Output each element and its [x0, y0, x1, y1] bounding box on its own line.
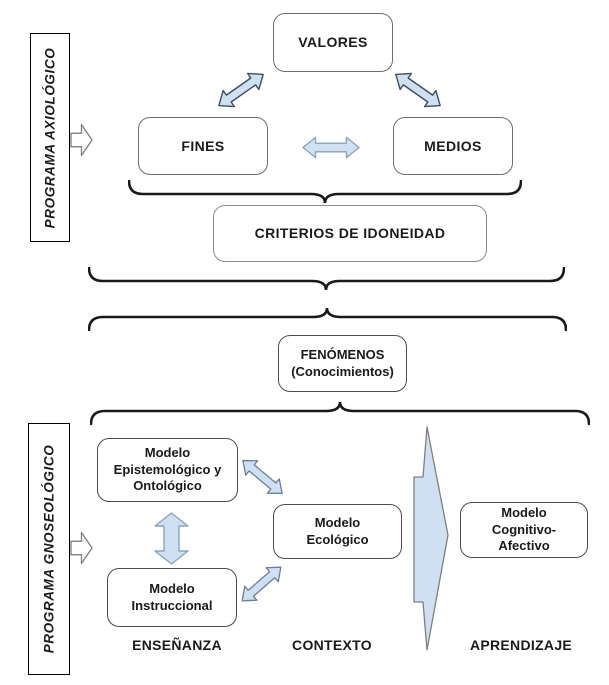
sidebar-gnoseologico-arrow-icon	[70, 530, 93, 566]
column-label-contexto: CONTEXTO	[292, 637, 372, 653]
brace-criterios-lower-icon	[88, 267, 565, 291]
node-modelo-epistemologico: Modelo Epistemológico y Ontológico	[97, 438, 238, 502]
instruccional-line2: Instruccional	[131, 597, 213, 613]
double-arrow-instruccional-ecologico-icon	[234, 558, 290, 611]
sidebar-programa-gnoseologico: PROGRAMA GNOSEOLÓGICO	[28, 423, 70, 675]
sidebar-axiologico-arrow-icon	[70, 122, 93, 158]
double-arrow-epistemologico-instruccional-icon	[153, 512, 190, 565]
node-fenomenos-title: FENÓMENOS	[300, 346, 385, 362]
double-arrow-valores-medios-icon	[388, 64, 448, 116]
node-modelo-ecologico: Modelo Ecológico	[273, 504, 402, 559]
brace-fenomenos-lower-icon	[90, 401, 590, 425]
node-modelo-cognitivo-afectivo: Modelo Cognitivo- Afectivo	[460, 502, 588, 558]
node-fines: FINES	[138, 117, 268, 175]
node-fenomenos: FENÓMENOS (Conocimientos)	[278, 335, 407, 392]
node-fenomenos-subtitle: (Conocimientos)	[291, 363, 394, 379]
node-valores-label: VALORES	[298, 34, 368, 51]
epistemologico-line1: Modelo	[144, 444, 191, 460]
cognitivo-line1: Modelo	[501, 504, 547, 520]
sidebar-axiologico-label: PROGRAMA AXIOLÓGICO	[42, 47, 58, 228]
sidebar-gnoseologico-label: PROGRAMA GNOSEOLÓGICO	[41, 444, 57, 654]
double-arrow-fines-medios-icon	[302, 135, 360, 160]
double-arrow-epistemologico-ecologico-icon	[234, 451, 290, 503]
instruccional-line1: Modelo	[149, 580, 195, 596]
epistemologico-line2: Epistemológico y	[113, 461, 222, 477]
node-medios-label: MEDIOS	[424, 137, 482, 154]
node-criterios-label: CRITERIOS DE IDONEIDAD	[254, 225, 446, 242]
node-fines-label: FINES	[181, 137, 225, 154]
double-arrow-valores-fines-icon	[211, 64, 271, 116]
node-valores: VALORES	[273, 13, 393, 72]
node-criterios-idoneidad: CRITERIOS DE IDONEIDAD	[213, 205, 487, 262]
cognitivo-line3: Afectivo	[498, 538, 550, 554]
brace-fines-medios-icon	[128, 180, 522, 204]
brace-fenomenos-upper-icon	[88, 307, 567, 331]
epistemologico-line3: Ontológico	[133, 478, 202, 494]
ecologico-line1: Modelo	[314, 514, 361, 530]
sidebar-programa-axiologico: PROGRAMA AXIOLÓGICO	[30, 33, 70, 242]
node-modelo-instruccional: Modelo Instruccional	[107, 568, 237, 627]
node-medios: MEDIOS	[393, 117, 513, 175]
column-label-ensenanza: ENSEÑANZA	[132, 637, 222, 653]
ecologico-line2: Ecológico	[306, 531, 369, 547]
cognitivo-line2: Cognitivo-	[491, 521, 557, 537]
flow-arrow-aprendizaje-icon	[413, 426, 449, 652]
column-label-aprendizaje: APRENDIZAJE	[469, 637, 573, 653]
